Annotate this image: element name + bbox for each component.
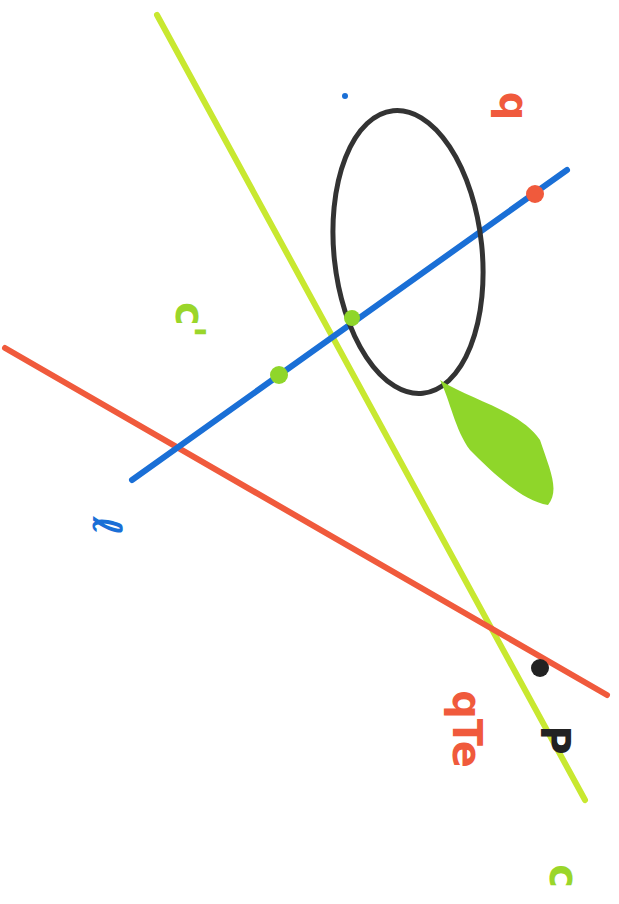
point-dot: [344, 310, 360, 326]
conic-ellipse: [320, 103, 497, 401]
line-q: [5, 348, 607, 695]
point-label: q: [494, 91, 534, 120]
point-dot: [526, 185, 544, 203]
point-label: c: [544, 864, 584, 888]
point-label: ℓ: [87, 516, 127, 535]
point-dot: [342, 93, 348, 99]
point-label: c': [170, 302, 210, 338]
line-c: [157, 15, 585, 800]
point-p: [531, 659, 549, 677]
green-scribble: [440, 380, 553, 505]
point-dot: [270, 366, 288, 384]
point-label: qTe: [447, 690, 487, 768]
point-label: P: [535, 726, 575, 755]
